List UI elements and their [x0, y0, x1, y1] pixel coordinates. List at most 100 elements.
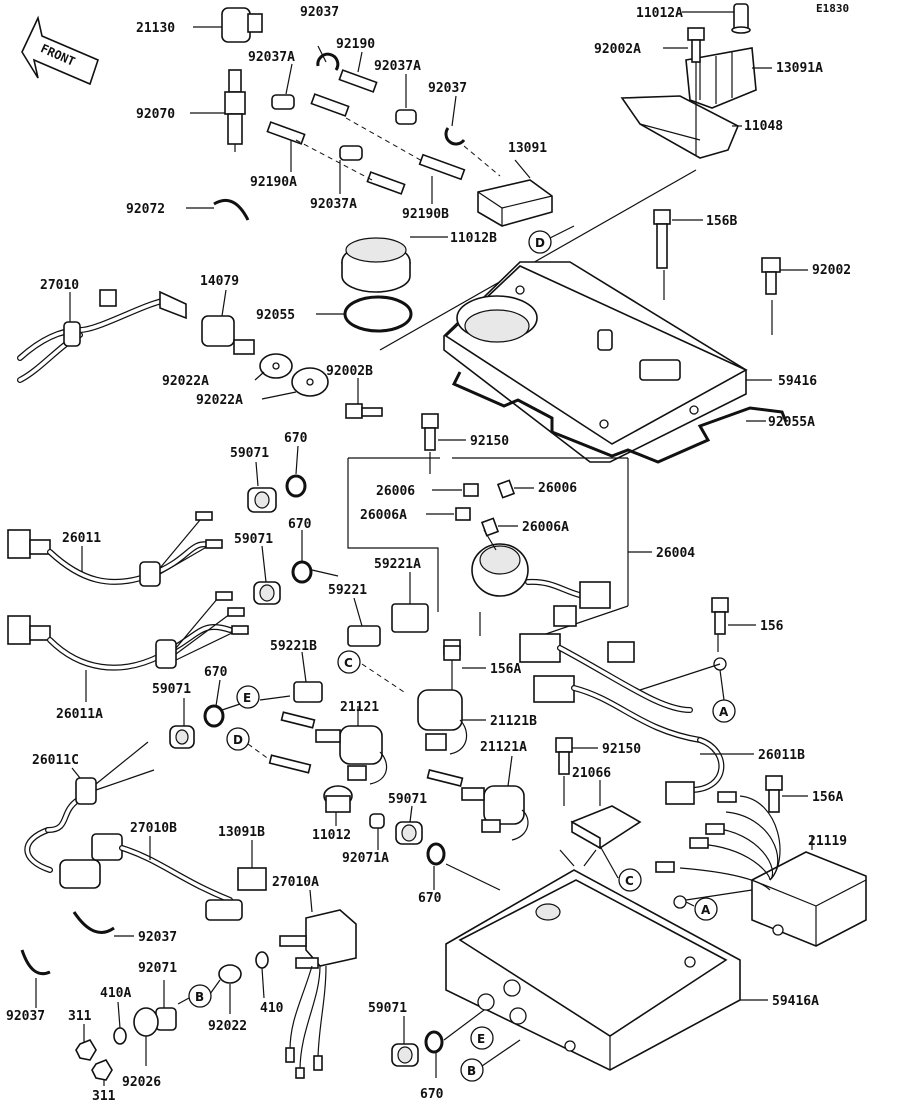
- label-92037A-3: 92037A: [310, 197, 357, 212]
- callout-A2: A: [694, 897, 718, 921]
- label-670-4: 670: [418, 891, 442, 906]
- svg-text:D: D: [233, 733, 243, 747]
- label-26006-1: 26006: [376, 484, 415, 499]
- callout-D2: D: [226, 727, 250, 751]
- callout-E1: E: [236, 685, 260, 709]
- label-13091: 13091: [508, 141, 547, 156]
- svg-text:B: B: [195, 990, 204, 1004]
- label-14079: 14079: [200, 274, 239, 289]
- bolt-92150-part: [421, 413, 439, 451]
- label-59221A: 59221A: [374, 557, 421, 572]
- harness-26011A-part: [7, 591, 249, 671]
- cover-59416-part: [443, 261, 748, 463]
- label-92037-3: 92037: [138, 930, 177, 945]
- holder-13091A-part: [685, 47, 757, 109]
- label-92022: 92022: [208, 1019, 247, 1034]
- label-92190: 92190: [336, 37, 375, 52]
- bolt-92002A-part: [687, 27, 705, 63]
- bolt-92002B-part: [345, 403, 383, 419]
- label-21066: 21066: [572, 766, 611, 781]
- label-13091A: 13091A: [776, 61, 823, 76]
- label-21121A: 21121A: [480, 740, 527, 755]
- label-92002B: 92002B: [326, 364, 373, 379]
- label-92037-2: 92037: [428, 81, 467, 96]
- label-11012: 11012: [312, 828, 351, 843]
- spark-plug-92070-part: [224, 69, 246, 152]
- grommet-59071-c-part: [169, 725, 195, 749]
- callout-A1: A: [712, 699, 736, 723]
- label-26011C: 26011C: [32, 753, 79, 768]
- harness-26011-part: [7, 511, 223, 587]
- sensor-27010B-part: [91, 833, 243, 921]
- bracket-11048-part: [620, 95, 740, 159]
- label-670-1: 670: [284, 431, 308, 446]
- label-26006A-2: 26006A: [522, 520, 569, 535]
- callout-B2: B: [460, 1058, 484, 1082]
- callout-C1: C: [337, 650, 361, 674]
- bolt-92150-b-part: [555, 737, 573, 775]
- label-156A-2: 156A: [812, 790, 843, 805]
- label-26011: 26011: [62, 531, 101, 546]
- bolt-156A-b-part: [765, 775, 783, 813]
- grommet-59071-a-part: [247, 487, 277, 513]
- label-21121: 21121: [340, 700, 379, 715]
- harness-26011C-part: [24, 741, 155, 889]
- plug-cap-11012-part: [323, 785, 353, 813]
- switch-27010A-part: [279, 909, 357, 1079]
- label-92037-top: 92037: [300, 5, 339, 20]
- svg-text:C: C: [344, 656, 353, 670]
- label-59071-3: 59071: [152, 682, 191, 697]
- label-59071-2: 59071: [234, 532, 273, 547]
- label-670-5: 670: [420, 1087, 444, 1102]
- svg-text:B: B: [467, 1064, 476, 1078]
- svg-text:D: D: [535, 236, 545, 250]
- block-13091-part: [477, 179, 553, 227]
- washer-92022A-part: [259, 353, 329, 397]
- svg-text:E: E: [243, 691, 251, 705]
- bolt-156-part: [711, 597, 729, 635]
- bolt-156A-a-part: [443, 645, 461, 661]
- grommet-59071-b-part: [253, 581, 281, 605]
- svg-text:A: A: [701, 903, 711, 917]
- label-26004: 26004: [656, 546, 695, 561]
- svg-text:E: E: [477, 1032, 485, 1046]
- bolt-92002-part: [761, 257, 781, 295]
- label-92071: 92071: [138, 961, 177, 976]
- callout-C2: C: [618, 868, 642, 892]
- cylinder-11012A-part: [731, 3, 751, 34]
- label-92071A: 92071A: [342, 851, 389, 866]
- label-59416: 59416: [778, 374, 817, 389]
- label-26006A-1: 26006A: [360, 508, 407, 523]
- label-92070: 92070: [136, 107, 175, 122]
- label-26011A: 26011A: [56, 707, 103, 722]
- label-92002A: 92002A: [594, 42, 641, 57]
- label-27010A: 27010A: [272, 875, 319, 890]
- front-arrow-icon: FRONT: [21, 15, 99, 86]
- module-21119-part: [751, 851, 867, 947]
- label-11048: 11048: [744, 119, 783, 134]
- label-21119: 21119: [808, 834, 847, 849]
- label-21121B: 21121B: [490, 714, 537, 729]
- label-92072: 92072: [126, 202, 165, 217]
- diagram-code: E1830: [816, 2, 849, 15]
- label-92037A-1: 92037A: [248, 50, 295, 65]
- svg-text:A: A: [719, 705, 729, 719]
- callout-B1: B: [188, 984, 212, 1008]
- ignition-coil-21121A-part: [461, 785, 529, 841]
- label-311-2: 311: [92, 1089, 116, 1103]
- label-92022A-1: 92022A: [162, 374, 209, 389]
- label-410: 410: [260, 1001, 284, 1016]
- label-156B: 156B: [706, 214, 737, 229]
- label-59221B: 59221B: [270, 639, 317, 654]
- label-11012A: 11012A: [636, 6, 683, 21]
- label-59071-4: 59071: [388, 792, 427, 807]
- label-27010: 27010: [40, 278, 79, 293]
- label-59221: 59221: [328, 583, 367, 598]
- label-92026: 92026: [122, 1075, 161, 1090]
- label-92150-2: 92150: [602, 742, 641, 757]
- label-59071-1: 59071: [230, 446, 269, 461]
- case-59416A-part: [445, 869, 741, 1071]
- label-26011B: 26011B: [758, 748, 805, 763]
- label-92002: 92002: [812, 263, 851, 278]
- cap-21130-part: [221, 7, 263, 43]
